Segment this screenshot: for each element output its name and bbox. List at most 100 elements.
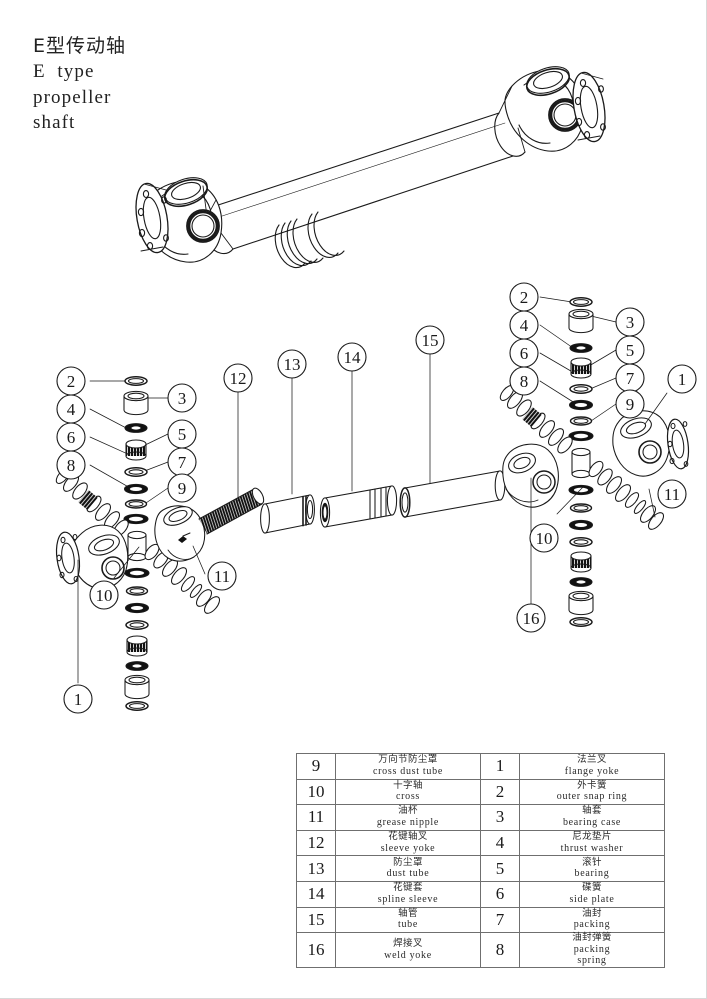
right-lower-bearing-stack: [568, 484, 594, 627]
svg-text:3: 3: [178, 389, 187, 408]
svg-text:11: 11: [664, 485, 680, 504]
part-name-cn: 法兰叉: [577, 754, 607, 766]
part-name-left: 万向节防尘罩 cross dust tube: [335, 753, 481, 780]
part-name-en: cross: [395, 791, 421, 803]
callout-right-8: 8: [509, 366, 539, 396]
part-name-cn: 万向节防尘罩: [378, 754, 438, 766]
part-name-cn: 轴套: [582, 805, 602, 817]
callout-right-5: 5: [615, 335, 645, 365]
page-title: E型传动轴 E type propeller shaft: [33, 34, 126, 136]
part-number-left: 9: [296, 753, 336, 780]
part-spline-sleeve: [319, 485, 398, 528]
svg-text:12: 12: [230, 369, 247, 388]
table-row: 11 油杯 grease nipple 3 轴套 bearing case: [296, 804, 665, 831]
svg-text:15: 15: [422, 331, 439, 350]
left-sleeve-yoke: [154, 487, 265, 562]
svg-text:6: 6: [520, 344, 529, 363]
right-upper-bearing-stack: [568, 297, 594, 442]
part-name-en: weld yoke: [384, 949, 432, 961]
part-name-cn: 尼龙垫片: [572, 831, 612, 843]
callout-left-11: 11: [207, 561, 237, 591]
callout-right-9: 9: [615, 389, 645, 419]
title-english-line1: E type: [33, 61, 95, 83]
callout-left-10: 10: [89, 580, 119, 610]
svg-text:2: 2: [67, 372, 76, 391]
part-name-cn: 油封: [582, 907, 602, 919]
part-name-cn: 焊接叉: [393, 937, 423, 949]
part-tube: [399, 470, 506, 518]
callout-right-10: 10: [529, 523, 559, 553]
part-number-right: 1: [480, 753, 520, 780]
callout-15: 15: [415, 325, 445, 355]
part-dust-tube: [260, 494, 315, 534]
svg-text:7: 7: [178, 453, 187, 472]
svg-text:3: 3: [626, 313, 635, 332]
callout-right-3: 3: [615, 307, 645, 337]
callout-right-2: 2: [509, 282, 539, 312]
part-name-cn: 十字轴: [393, 779, 423, 791]
part-number-right: 8: [480, 932, 520, 968]
part-name-left: 花键轴叉 sleeve yoke: [335, 829, 481, 857]
left-lower-bearing-stack: [124, 567, 150, 711]
svg-text:1: 1: [74, 690, 83, 709]
part-number-left: 11: [296, 804, 336, 831]
part-name-en: packing: [573, 919, 611, 931]
assembly-drawing: [0, 0, 706, 290]
table-row: 16 焊接叉 weld yoke 8 油封弹簧 packing spring: [296, 932, 665, 968]
svg-text:4: 4: [67, 400, 76, 419]
part-name-en: outer snap ring: [556, 791, 628, 803]
part-name-en: sleeve yoke: [380, 842, 436, 854]
part-name-right: 法兰叉 flange yoke: [519, 753, 665, 780]
leader-lines-right-upper: [539, 296, 617, 422]
svg-text:5: 5: [626, 341, 635, 360]
table-row: 12 花键轴叉 sleeve yoke 4 尼龙垫片 thrust washer: [296, 829, 665, 857]
title-english-line2: propeller: [33, 86, 112, 108]
part-name-cn: 外卡簧: [577, 779, 607, 791]
svg-text:8: 8: [67, 456, 76, 475]
svg-text:4: 4: [520, 316, 529, 335]
callout-right-7: 7: [615, 363, 645, 393]
part-number-right: 7: [480, 906, 520, 934]
parts-table-body: 9 万向节防尘罩 cross dust tube 1 法兰叉 flange yo…: [296, 753, 665, 968]
svg-text:9: 9: [626, 395, 635, 414]
part-name-en: packing: [573, 943, 611, 955]
part-name-cn: 防尘罩: [393, 856, 423, 868]
svg-text:13: 13: [284, 355, 301, 374]
part-name-en: thrust washer: [560, 842, 624, 854]
part-number-left: 16: [296, 932, 336, 968]
svg-text:10: 10: [96, 586, 113, 605]
title-chinese: E型传动轴: [33, 35, 127, 57]
assembly-drawing-svg: [135, 66, 606, 269]
part-name-en: bearing case: [562, 817, 622, 829]
callout-right-1: 1: [667, 364, 697, 394]
callout-left-3: 3: [167, 383, 197, 413]
table-row: 10 十字轴 cross 2 外卡簧 outer snap ring: [296, 778, 665, 806]
callout-12: 12: [223, 363, 253, 393]
part-name-right: 外卡簧 outer snap ring: [519, 778, 665, 806]
part-name-cn: 花键轴叉: [388, 831, 428, 843]
callout-right-16: 16: [516, 603, 546, 633]
assembly-left-joint: [135, 177, 234, 263]
part-name-en: bearing: [574, 868, 610, 880]
callout-right-11: 11: [657, 479, 687, 509]
part-name-cn: 油封弹簧: [572, 932, 612, 944]
svg-text:14: 14: [344, 348, 362, 367]
leader-lines-left-lower: [77, 545, 206, 684]
assembly-right-flange: [572, 71, 606, 143]
part-number-right: 3: [480, 804, 520, 831]
title-english-line3: shaft: [33, 112, 76, 134]
callout-14: 14: [337, 342, 367, 372]
svg-text:7: 7: [626, 369, 635, 388]
part-name-en-line2: spring: [577, 955, 607, 967]
part-number-left: 14: [296, 880, 336, 908]
part-number-right: 4: [480, 829, 520, 857]
part-number-right: 2: [480, 778, 520, 806]
assembly-left-flange: [135, 182, 169, 254]
part-name-cn: 轴管: [398, 907, 418, 919]
table-row: 13 防尘罩 dust tube 5 滚针 bearing: [296, 855, 665, 882]
callout-13: 13: [277, 349, 307, 379]
part-number-left: 15: [296, 906, 336, 934]
svg-text:9: 9: [178, 479, 187, 498]
